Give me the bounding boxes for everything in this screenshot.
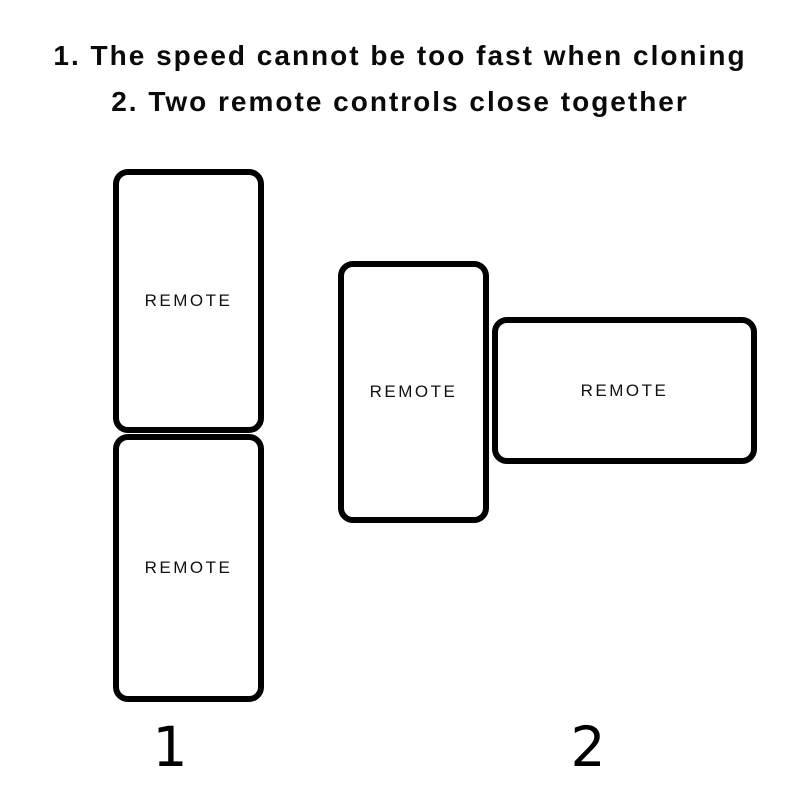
figure-2-number: 2 bbox=[570, 715, 606, 779]
remote-card-stack-top: REMOTE bbox=[113, 169, 264, 433]
remote-label: REMOTE bbox=[144, 558, 233, 577]
remote-card-pair-vertical: REMOTE bbox=[338, 261, 489, 523]
title-line-2: 2. Two remote controls close together bbox=[111, 86, 689, 117]
remote-label: REMOTE bbox=[580, 380, 669, 400]
remote-label: REMOTE bbox=[144, 291, 233, 310]
title-line-1: 1. The speed cannot be too fast when clo… bbox=[53, 40, 747, 71]
remote-card-stack-bottom: REMOTE bbox=[113, 434, 264, 702]
figure-1-number: 1 bbox=[152, 715, 188, 779]
remote-card-pair-horizontal: REMOTE bbox=[492, 317, 757, 464]
remote-label: REMOTE bbox=[369, 382, 458, 401]
title-block: 1. The speed cannot be too fast when clo… bbox=[0, 33, 800, 125]
